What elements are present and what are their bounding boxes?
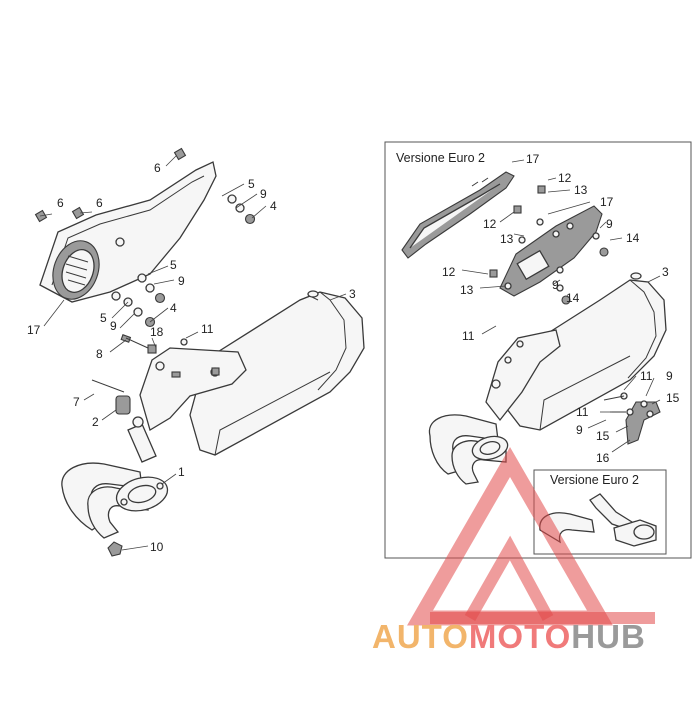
callout-1: 1 [178,465,185,479]
callout-17: 17 [27,323,41,337]
callout-r-9c: 9 [666,369,673,383]
callout-5b: 5 [170,258,177,272]
watermark-hub: HUB [571,618,646,655]
euro2-inset-title: Versione Euro 2 [550,473,639,487]
callout-6b: 6 [57,196,64,210]
callout-r-12a: 12 [558,171,572,185]
callout-3: 3 [349,287,356,301]
callout-r-12c: 12 [442,265,456,279]
callout-r-13a: 13 [574,183,588,197]
watermark-auto: AUTO [372,618,469,655]
euro2-inset-box: Versione Euro 2 [533,469,667,555]
watermark-brand-text: AUTOMOTOHUB [372,618,646,655]
euro2-leader-lines [461,177,661,453]
callout-r-14a: 14 [626,231,640,245]
muffler-silencer [189,290,365,456]
callout-6a: 6 [154,161,161,175]
euro2-variant-box: Versione Euro 2 [384,141,692,559]
callout-r-3: 3 [662,265,669,279]
callout-9c: 9 [110,319,117,333]
watermark-triangle-inner [464,535,554,621]
callout-6c: 6 [96,196,103,210]
heat-shield-screws [34,147,256,328]
callout-2: 2 [92,415,99,429]
exhaust-pipe [61,423,169,539]
callout-r-11a: 11 [462,329,475,343]
callout-r-17a: 17 [526,152,540,166]
left-leader-lines [39,155,347,551]
callout-9b: 9 [178,274,185,288]
callout-r-13b: 13 [500,232,514,246]
callout-r-14b: 14 [566,291,580,305]
callout-9a: 9 [260,187,267,201]
callout-r-11c: 11 [576,405,589,419]
callout-18: 18 [150,325,164,339]
callout-r-17b: 17 [600,195,614,209]
callout-r-15a: 15 [666,391,680,405]
automotohub-watermark: AUTOMOTOHUB [372,446,655,655]
callout-4b: 4 [170,301,177,315]
heat-shield-cover [39,161,217,303]
callout-4a: 4 [270,199,277,213]
watermark-moto: MOTO [469,618,571,655]
euro2-heat-shield-short [499,205,603,297]
euro2-heat-shield-long [401,171,515,259]
callout-r-9b: 9 [552,278,559,292]
callout-7: 7 [73,395,80,409]
left-callout-labels: 6 6 6 5 9 4 5 9 5 9 4 17 18 11 8 7 2 3 1… [27,161,356,554]
euro2-callout-labels: 17 12 13 17 12 13 9 14 12 13 9 14 3 11 1… [442,152,680,465]
callout-8: 8 [96,347,103,361]
euro2-box-title: Versione Euro 2 [396,151,485,165]
callout-r-15b: 15 [596,429,610,443]
callout-r-9a: 9 [606,217,613,231]
callout-r-9d: 9 [576,423,583,437]
callout-r-16: 16 [596,451,610,465]
left-hardware [91,334,220,557]
euro2-small-bracket [603,392,661,445]
callout-5c: 5 [100,311,107,325]
callout-r-12b: 12 [483,217,497,231]
callout-10: 10 [150,540,164,554]
callout-r-13c: 13 [460,283,474,297]
euro2-bracket [485,329,561,422]
callout-5a: 5 [248,177,255,191]
euro2-exhaust-pipe [428,414,509,485]
callout-11: 11 [201,322,214,336]
callout-r-11b: 11 [640,369,653,383]
euro2-muffler [499,272,667,431]
